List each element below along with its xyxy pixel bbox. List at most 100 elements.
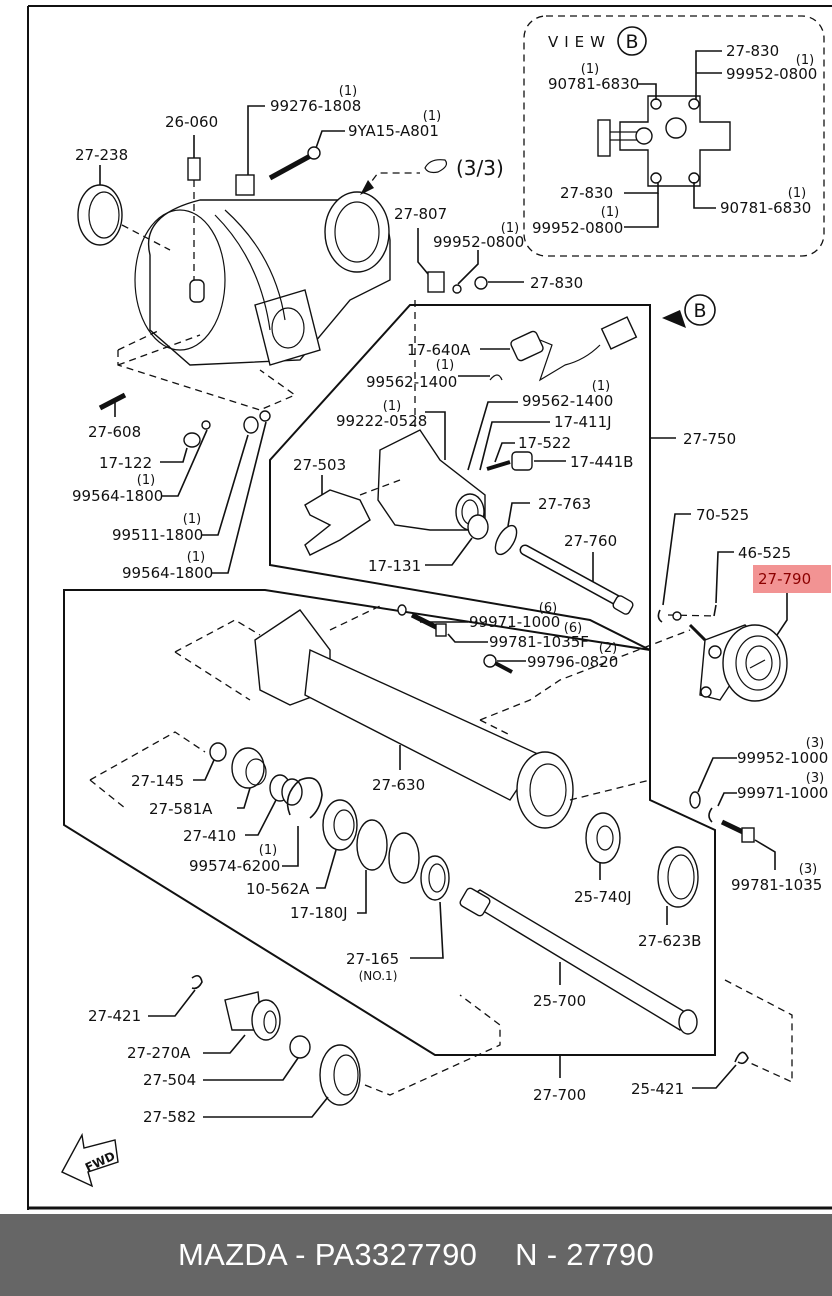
footer-reference-number: N - 27790	[515, 1237, 655, 1272]
shift-rail-housing	[377, 429, 486, 531]
part-17-122	[183, 432, 201, 448]
qty-99574-6200: (1)	[259, 843, 277, 858]
part-99971-1000-a	[397, 604, 407, 616]
label-99564-1800-b: 99564-1800	[122, 564, 213, 582]
part-27-270A-gear	[224, 991, 281, 1041]
qty-99511-1800: (1)	[183, 512, 201, 527]
view-b-tr-part2: 99952-0800	[726, 65, 817, 83]
part-27-763	[494, 524, 518, 556]
part-17-131	[467, 514, 489, 540]
qty-99971-1000-a: (6)	[539, 601, 557, 616]
label-26-060: 26-060	[165, 113, 218, 131]
part-99564-1800-a	[201, 420, 211, 430]
label-99574-6200: 99574-6200	[189, 857, 280, 875]
label-17-522: 17-522	[518, 434, 571, 452]
qty-99952-0800-a: (1)	[501, 221, 519, 236]
part-27-145	[209, 742, 227, 762]
label-70-525: 70-525	[696, 506, 749, 524]
view-b-tl-part: 90781-6830	[548, 75, 639, 93]
view-b-arrow-icon	[662, 310, 686, 328]
part-10-562A-bearing	[322, 799, 358, 851]
view-b-bl-qty: (1)	[601, 205, 619, 220]
label-25-700: 25-700	[533, 992, 586, 1010]
view-b-tr-qty: (1)	[796, 53, 814, 68]
qty-99781-1035F: (6)	[564, 621, 582, 636]
view-b-frame	[523, 15, 825, 257]
part-27-790-release-cylinder[interactable]	[699, 624, 788, 702]
label-99222-0528: 99222-0528	[336, 412, 427, 430]
label-27-165-sub: (NO.1)	[359, 969, 398, 983]
view-b-circle	[617, 26, 647, 56]
part-27-503-fork	[304, 489, 371, 556]
box-27-700	[63, 589, 716, 1056]
view-b-shaft-end	[597, 119, 611, 157]
label-99564-1800-a: 99564-1800	[72, 487, 163, 505]
label-27-270A: 27-270A	[127, 1044, 191, 1062]
view-b-inset: VIEW B (1) 90781-6830 27-830 (1) 99952-0…	[523, 15, 825, 257]
qty-99276-1808: (1)	[339, 84, 357, 99]
part-99781-1035	[720, 819, 747, 836]
part-27-504	[289, 1035, 311, 1059]
part-17-522	[486, 460, 511, 471]
part-25-700-shaft	[459, 887, 698, 1035]
page-ref: (3/3)	[456, 156, 504, 180]
footer-bar: MAZDA - PA3327790 N - 27790	[0, 1214, 832, 1296]
view-b-bolt-tl	[650, 98, 662, 110]
label-99952-1000: 99952-1000	[737, 749, 828, 767]
label-27-830-a: 27-830	[530, 274, 583, 292]
highlight-27-790	[753, 565, 831, 593]
part-9YA15-A801	[307, 146, 321, 160]
label-99781-1035F: 99781-1035F	[489, 633, 589, 651]
qty-99564-1800-b: (1)	[187, 550, 205, 565]
label-99796-0820: 99796-0820	[527, 653, 618, 671]
label-27-623B: 27-623B	[638, 932, 701, 950]
label-99781-1035: 99781-1035	[731, 876, 822, 894]
qty-99952-1000: (3)	[806, 736, 824, 751]
qty-99562-1400-a: (1)	[436, 358, 454, 373]
label-27-760: 27-760	[564, 532, 617, 550]
part-27-830-a	[474, 276, 488, 290]
part-17-640A-switch	[510, 330, 544, 362]
view-b-bolt-bl	[650, 172, 662, 184]
part-99971-1000-b	[708, 807, 713, 823]
label-27-238: 27-238	[75, 146, 128, 164]
label-27-763: 27-763	[538, 495, 591, 513]
qty-99562-1400-b: (1)	[592, 379, 610, 394]
part-17-441B	[511, 451, 533, 471]
part-46-525	[713, 604, 717, 617]
label-27-421: 27-421	[88, 1007, 141, 1025]
view-b-bl-part2: 99952-0800	[532, 219, 623, 237]
view-b-tr-part1: 27-830	[726, 42, 779, 60]
part-17-180J-b	[388, 832, 420, 884]
label-17-122: 17-122	[99, 454, 152, 472]
label-99511-1800: 99511-1800	[112, 526, 203, 544]
view-b-bracket	[619, 95, 731, 187]
label-27-582: 27-582	[143, 1108, 196, 1126]
label-27-608: 27-608	[88, 423, 141, 441]
footer-brand-part-number: MAZDA - PA3327790	[177, 1237, 478, 1272]
label-27-165: 27-165	[346, 950, 399, 968]
label-25-740J: 25-740J	[574, 888, 632, 906]
label-17-640A: 17-640A	[407, 341, 471, 359]
qty-99222-0528: (1)	[383, 399, 401, 414]
part-27-623B-seal	[657, 846, 699, 908]
label-9YA15-A801: 9YA15-A801	[348, 122, 439, 140]
part-99574-6200	[286, 777, 323, 819]
label-99562-1400-a: 99562-1400	[366, 373, 457, 391]
part-27-581A-gear	[231, 747, 265, 789]
qty-99971-1000-b: (3)	[806, 771, 824, 786]
view-b-bolt-br	[688, 172, 700, 184]
label-10-562A: 10-562A	[246, 880, 310, 898]
fwd-arrow-icon: FWD	[61, 1132, 119, 1188]
part-27-238-seal	[77, 184, 123, 246]
part-27-582-sleeve	[319, 1044, 361, 1106]
callout-b-circle	[684, 294, 716, 326]
part-27-421	[191, 974, 203, 990]
label-99562-1400-b: 99562-1400	[522, 392, 613, 410]
part-17-180J-a	[356, 819, 388, 871]
label-27-790[interactable]: 27-790	[758, 570, 811, 588]
label-17-180J: 17-180J	[290, 904, 348, 922]
part-27-608	[98, 392, 127, 411]
part-27-807	[427, 271, 445, 293]
part-25-740J-bearing	[585, 812, 621, 864]
